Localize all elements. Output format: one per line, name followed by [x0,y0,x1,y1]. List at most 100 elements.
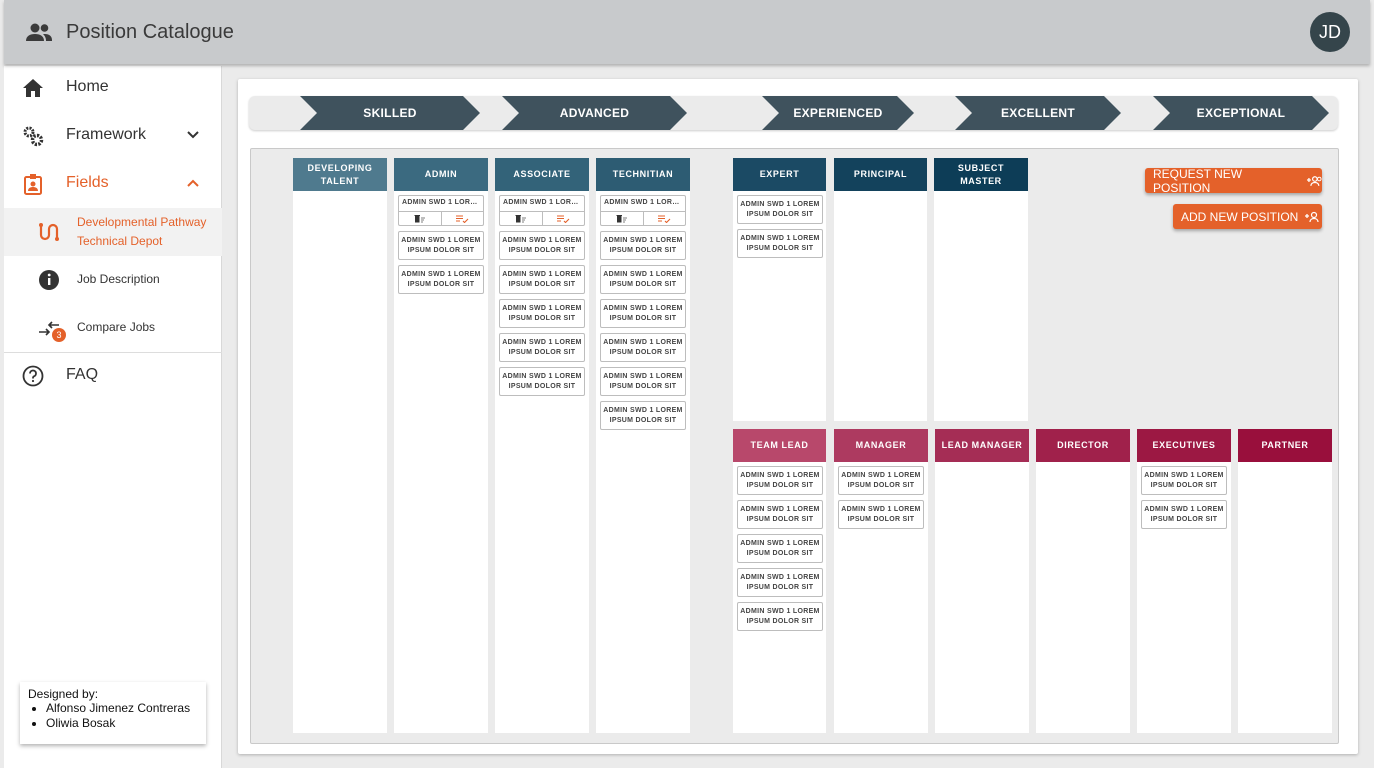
pathway-label-line1: Developmental Pathway [77,215,207,229]
checklist-icon[interactable] [644,212,686,225]
checklist-icon[interactable] [442,212,484,225]
sidebar-item-faq[interactable]: FAQ [4,354,222,398]
position-entry-title: ADMIN SWD 1 LOREM IPSUM DOLOR SIT [740,608,820,625]
position-entry[interactable]: ADMIN SWD 1 LOREM IPSUM DOLOR SIT [737,534,823,563]
sidebar-item-framework[interactable]: Framework [4,114,222,158]
position-entry[interactable]: ADMIN SWD 1 LOREM IPSUM DOLOR SIT [1141,500,1227,529]
person-add-icon [1305,211,1319,222]
position-entry-title: ADMIN SWD 1 LOREM IPSUM DOLOR SIT [740,540,820,557]
badge-icon [24,174,42,195]
position-entry[interactable]: ADMIN SWD 1 LOREM IPSUM DOLOR SIT [398,265,484,294]
gears-icon [23,126,44,147]
column-header: SUBJECT MASTER [934,158,1028,191]
pathway-icon [39,223,59,241]
position-entry-title: ADMIN SWD 1 LORE... [503,199,583,206]
position-entry[interactable]: ADMIN SWD 1 LOREM IPSUM DOLOR SIT [737,229,823,258]
pathway-label-line2: Technical Depot [77,234,163,248]
sidebar-subitem-compare-jobs[interactable]: Compare Jobs [4,308,222,348]
position-entry[interactable]: ADMIN SWD 1 LOREM IPSUM DOLOR SIT [600,367,686,396]
position-entry[interactable]: ADMIN SWD 1 LOREM IPSUM DOLOR SIT [737,466,823,495]
position-entry-title: ADMIN SWD 1 LOREM IPSUM DOLOR SIT [603,339,683,356]
delete-icon[interactable] [399,212,442,225]
position-entry-title: ADMIN SWD 1 LOREM IPSUM DOLOR SIT [1144,506,1224,523]
position-entry-title: ADMIN SWD 1 LOREM IPSUM DOLOR SIT [502,237,582,254]
position-entry[interactable]: ADMIN SWD 1 LOREM IPSUM DOLOR SIT [737,195,823,224]
designer-name: Alfonso Jimenez Contreras [46,701,198,716]
request-new-position-button[interactable]: REQUEST NEW POSITION [1145,167,1322,195]
user-avatar[interactable]: JD [1310,12,1350,52]
position-entry[interactable]: ADMIN SWD 1 LOREM IPSUM DOLOR SIT [499,333,585,362]
position-entry-title: ADMIN SWD 1 LOREM IPSUM DOLOR SIT [603,373,683,390]
position-entry[interactable]: ADMIN SWD 1 LORE... [499,195,585,226]
chevron-up-icon[interactable] [186,176,200,190]
position-entry[interactable]: ADMIN SWD 1 LOREM IPSUM DOLOR SIT [600,299,686,328]
column-subject-master: SUBJECT MASTER [934,158,1028,421]
info-icon [39,270,59,290]
column-director: DIRECTOR [1036,429,1130,733]
delete-icon[interactable] [500,212,543,225]
position-entry[interactable]: ADMIN SWD 1 LOREM IPSUM DOLOR SIT [600,265,686,294]
column-header: TECHNITIAN [596,158,690,191]
position-entry-title: ADMIN SWD 1 LOREM IPSUM DOLOR SIT [740,472,820,489]
position-entry-title: ADMIN SWD 1 LOREM IPSUM DOLOR SIT [603,271,683,288]
sidebar-item-home[interactable]: Home [4,66,222,110]
position-entry[interactable]: ADMIN SWD 1 LOREM IPSUM DOLOR SIT [499,367,585,396]
position-entry-title: ADMIN SWD 1 LOREM IPSUM DOLOR SIT [740,201,820,218]
level-experienced: EXPERIENCED [762,96,914,130]
help-circle-icon [22,365,44,387]
position-entry[interactable]: ADMIN SWD 1 LOREM IPSUM DOLOR SIT [499,265,585,294]
position-entry[interactable]: ADMIN SWD 1 LOREM IPSUM DOLOR SIT [499,231,585,260]
people-icon [26,23,52,41]
position-entry-title: ADMIN SWD 1 LOREM IPSUM DOLOR SIT [603,407,683,424]
column-header: ASSOCIATE [495,158,589,191]
position-entry-title: ADMIN SWD 1 LOREM IPSUM DOLOR SIT [841,506,921,523]
column-developing-talent: DEVELOPING TALENT [293,158,387,733]
chevron-down-icon[interactable] [186,128,200,142]
sidebar-subitem-label: Compare Jobs [77,320,156,334]
position-entry[interactable]: ADMIN SWD 1 LOREM IPSUM DOLOR SIT [838,466,924,495]
position-entry-title: ADMIN SWD 1 LOREM IPSUM DOLOR SIT [502,339,582,356]
add-new-position-button[interactable]: ADD NEW POSITION [1173,204,1322,229]
position-entry-title: ADMIN SWD 1 LORE... [604,199,684,206]
position-entry[interactable]: ADMIN SWD 1 LOREM IPSUM DOLOR SIT [737,500,823,529]
designer-name: Oliwia Bosak [46,716,198,731]
entry-actions [399,211,483,225]
position-entry-title: ADMIN SWD 1 LOREM IPSUM DOLOR SIT [401,237,481,254]
designed-by-heading: Designed by: [28,687,99,701]
column-header: PARTNER [1238,429,1332,462]
level-exceptional: EXCEPTIONAL [1153,96,1329,130]
position-entry-title: ADMIN SWD 1 LOREM IPSUM DOLOR SIT [841,472,921,489]
group-add-icon [1307,175,1322,186]
app-header: Position Catalogue JD [4,0,1370,64]
position-entry[interactable]: ADMIN SWD 1 LOREM IPSUM DOLOR SIT [1141,466,1227,495]
position-entry-title: ADMIN SWD 1 LOREM IPSUM DOLOR SIT [603,305,683,322]
position-entry[interactable]: ADMIN SWD 1 LOREM IPSUM DOLOR SIT [600,231,686,260]
sidebar-subitem-developmental-pathway[interactable]: Developmental Pathway Technical Depot [4,208,222,256]
position-entry[interactable]: ADMIN SWD 1 LORE... [398,195,484,226]
sidebar-subitem-label: Job Description [77,272,160,286]
designers-list: Alfonso Jimenez Contreras Oliwia Bosak [46,701,198,731]
position-entry[interactable]: ADMIN SWD 1 LOREM IPSUM DOLOR SIT [600,333,686,362]
position-entry[interactable]: ADMIN SWD 1 LOREM IPSUM DOLOR SIT [600,401,686,430]
level-excellent: EXCELLENT [955,96,1121,130]
position-entry[interactable]: ADMIN SWD 1 LORE... [600,195,686,226]
position-entry[interactable]: ADMIN SWD 1 LOREM IPSUM DOLOR SIT [499,299,585,328]
position-entry[interactable]: ADMIN SWD 1 LOREM IPSUM DOLOR SIT [838,500,924,529]
column-header: EXPERT [733,158,826,191]
home-icon [23,79,43,97]
position-entry[interactable]: ADMIN SWD 1 LOREM IPSUM DOLOR SIT [737,568,823,597]
column-header: EXECUTIVES [1137,429,1231,462]
position-entry-title: ADMIN SWD 1 LOREM IPSUM DOLOR SIT [401,271,481,288]
delete-icon[interactable] [601,212,644,225]
sidebar-subitem-job-description[interactable]: Job Description [4,260,222,300]
column-manager: MANAGER ADMIN SWD 1 LOREM IPSUM DOLOR SI… [834,429,928,733]
position-entry[interactable]: ADMIN SWD 1 LOREM IPSUM DOLOR SIT [737,602,823,631]
position-entry-title: ADMIN SWD 1 LOREM IPSUM DOLOR SIT [740,574,820,591]
position-entry[interactable]: ADMIN SWD 1 LOREM IPSUM DOLOR SIT [398,231,484,260]
column-technitian: TECHNITIAN ADMIN SWD 1 LORE... ADMIN SWD … [596,158,690,733]
sidebar-item-label: FAQ [66,366,99,383]
position-entry-title: ADMIN SWD 1 LOREM IPSUM DOLOR SIT [1144,472,1224,489]
column-partner: PARTNER [1238,429,1332,733]
checklist-icon[interactable] [543,212,585,225]
sidebar-item-fields[interactable]: Fields [4,162,222,206]
